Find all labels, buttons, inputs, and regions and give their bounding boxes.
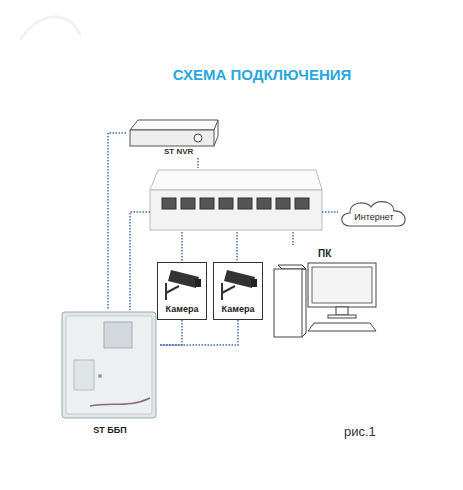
cable-connector xyxy=(322,211,338,213)
cable-connector xyxy=(292,232,294,245)
shape-part xyxy=(257,198,271,209)
cable-connector xyxy=(197,158,199,168)
shape-part xyxy=(308,323,376,331)
shape-part xyxy=(162,198,176,209)
shape-part xyxy=(312,267,372,303)
shape-part xyxy=(222,286,235,293)
shape-part xyxy=(278,265,306,269)
cable-connector xyxy=(181,232,183,262)
shape-part xyxy=(218,120,219,136)
shape-part xyxy=(62,312,156,418)
pc-workstation: ПК xyxy=(272,245,378,340)
camera-box: Камера xyxy=(157,262,207,320)
node-outline xyxy=(150,168,322,232)
cable-connector xyxy=(160,320,238,345)
shape-part xyxy=(98,374,102,378)
nvr-device: ST NVR xyxy=(126,118,220,158)
internet-cloud: Интернет xyxy=(338,198,410,230)
shape-part xyxy=(200,198,214,209)
cable-connector xyxy=(130,212,150,310)
shape-part xyxy=(150,170,322,190)
shape-part xyxy=(74,360,94,390)
shape-part xyxy=(66,316,152,414)
node-label: Камера xyxy=(213,304,263,314)
node-label: ПК xyxy=(318,248,331,259)
watermark-curve xyxy=(20,17,80,40)
figure-label: рис.1 xyxy=(344,424,376,439)
shape-part xyxy=(130,120,218,130)
shape-part xyxy=(336,307,348,315)
shape-part xyxy=(90,398,150,406)
cable-connector xyxy=(236,232,238,262)
shape-part xyxy=(251,279,257,287)
shape-part xyxy=(219,198,233,209)
network-switch xyxy=(150,168,322,232)
shape-part xyxy=(295,198,309,209)
cable-connector xyxy=(160,320,182,345)
shape-part xyxy=(306,269,307,333)
shape-part xyxy=(302,269,306,270)
power-supply-box: ST ББП xyxy=(60,310,160,440)
shape-part xyxy=(195,279,201,287)
shape-part xyxy=(238,198,252,209)
node-outline xyxy=(272,245,378,340)
shape-part xyxy=(104,322,132,348)
shape-part xyxy=(214,263,263,320)
shape-part xyxy=(166,286,179,293)
camera-box: Камера xyxy=(213,262,263,320)
shape-part xyxy=(328,315,356,318)
shape-part xyxy=(158,263,207,320)
node-outline xyxy=(60,310,160,440)
shape-part xyxy=(308,263,376,307)
shape-part xyxy=(194,134,202,142)
shape-part xyxy=(181,198,195,209)
shape-part xyxy=(276,198,290,209)
shape-part xyxy=(214,136,218,146)
node-label: Интернет xyxy=(338,212,410,222)
shape-part xyxy=(130,130,214,146)
shape-part xyxy=(302,333,306,337)
node-label: ST NVR xyxy=(164,147,193,156)
node-label: ST ББП xyxy=(60,425,160,435)
diagram-title: СХЕМА ПОДКЛЮЧЕНИЯ xyxy=(62,66,462,83)
node-label: Камера xyxy=(157,304,207,314)
shape-part xyxy=(168,270,199,288)
cable-connector xyxy=(108,133,126,310)
shape-part xyxy=(150,190,322,230)
shape-part xyxy=(274,269,302,337)
shape-part xyxy=(224,270,255,288)
